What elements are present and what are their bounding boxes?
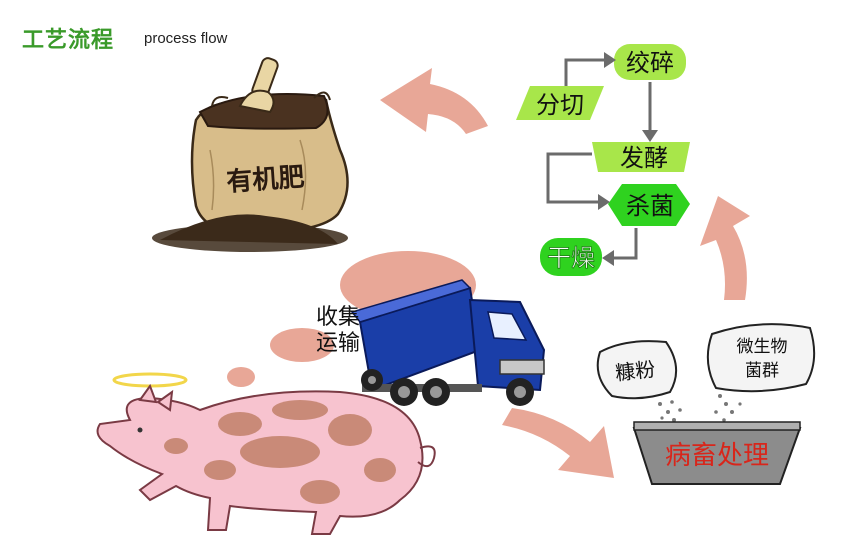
pig (96, 372, 436, 535)
fertilizer-bag-label: 有机肥 (225, 162, 305, 197)
thought-bubble-small (227, 367, 255, 387)
cycle-arrow-to-treatment (502, 408, 614, 478)
flow-step-dry-box (540, 238, 602, 276)
flow-arrowhead-sterilize (598, 194, 610, 210)
flow-arrowhead-crush (604, 52, 616, 68)
flow-step-crush-box (614, 44, 686, 80)
thought-bubble-medium (270, 328, 334, 362)
flow-step-cut-box (516, 86, 604, 120)
bran-bag (596, 340, 677, 400)
treatment-tank-label: 病畜处理 (665, 441, 769, 471)
flow-arrow-ferment-loop (546, 152, 598, 204)
fertilizer-bag (152, 57, 349, 252)
pig-halo (112, 372, 188, 388)
flow-arrow-cut-to-crush (564, 58, 604, 86)
flow-chart: 分切 绞碎 发酵 杀菌 干燥 (516, 44, 690, 276)
truck-label-line1: 收集 (316, 305, 360, 330)
page-title-cn: 工艺流程 (22, 28, 115, 53)
truck-label-line2: 运输 (316, 331, 360, 356)
flow-step-dry: 干燥 (547, 244, 595, 272)
truck (350, 279, 546, 406)
flow-step-ferment-box (592, 142, 690, 172)
microbe-bag (706, 323, 816, 393)
flow-step-crush: 绞碎 (626, 49, 674, 77)
microbe-bag-label-line1: 微生物 (737, 337, 788, 357)
bran-bag-label: 糠粉 (614, 357, 656, 385)
microbe-bag-label-line2: 菌群 (745, 361, 779, 381)
flow-step-sterilize: 杀菌 (626, 192, 674, 220)
cycle-arrow-to-fertilizer (380, 68, 488, 134)
treatment-station (596, 323, 816, 485)
cycle-arrow-up-right (700, 196, 750, 300)
flow-arrowhead-dry (602, 250, 614, 266)
flow-step-ferment: 发酵 (620, 144, 668, 172)
flow-arrow-sterilize-to-dry (612, 228, 638, 260)
page-title-en: process flow (144, 30, 228, 47)
flow-arrowhead-ferment (642, 130, 658, 142)
flow-step-sterilize-box (608, 184, 690, 226)
flow-step-cut: 分切 (536, 91, 584, 119)
